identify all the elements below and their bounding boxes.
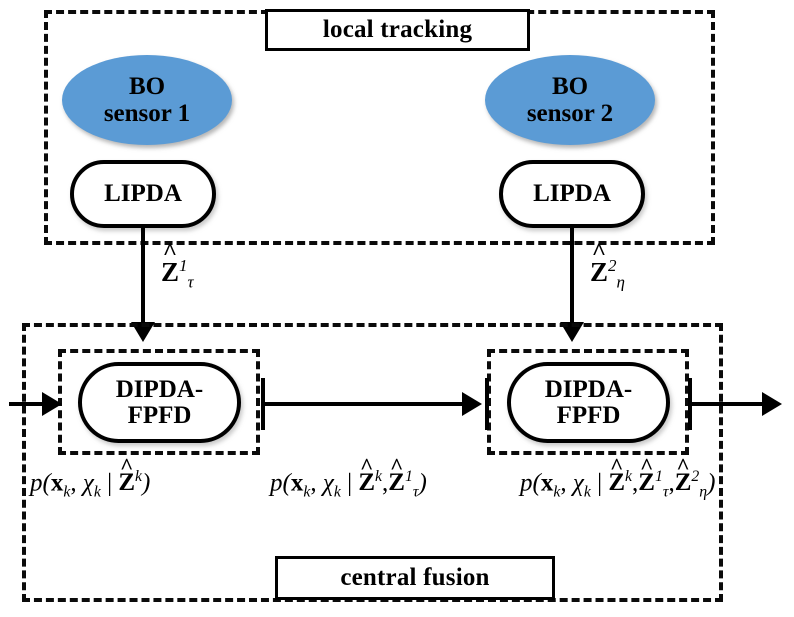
hat-accent-icon: ^ (639, 453, 654, 479)
formula-s1-comma: , (310, 469, 323, 497)
formula-s1-term-1-sub: τ (412, 483, 419, 501)
formula-after-sensor-2: p(xk, χk | ^Zk,^Z1τ,^Z2η) (520, 455, 716, 501)
dipda-fpfd-2-node: DIPDA- FPFD (507, 362, 670, 443)
measurement-sub-1: τ (187, 272, 194, 292)
lipda-1-to-fusion-arrowhead (131, 322, 155, 342)
local-tracking-title-plate: local tracking (265, 9, 530, 51)
formula-prior-chi: χ (82, 469, 94, 497)
formula-prior-x: x (50, 469, 64, 497)
formula-after-sensor-1: p(xk, χk | ^Zk,^Z1τ) (270, 455, 427, 501)
formula-s2-x-sub: k (553, 483, 561, 501)
formula-prior-term-0-sup: k (135, 468, 143, 485)
lipda-1-node: LIPDA (70, 160, 216, 228)
measurement-sub-2: η (616, 272, 625, 292)
formula-s2-term-1-symbol: Z (638, 469, 655, 497)
bo-sensor-2-line1: BO (551, 73, 589, 100)
formula-prior-chi-sub: k (93, 483, 101, 501)
measurement-symbol-2: Z (590, 257, 609, 287)
formula-s1-chi: χ (322, 469, 334, 497)
dipda-fpfd-2-line1: DIPDA- (544, 375, 633, 403)
prior-input-arrowhead (42, 392, 62, 416)
posterior-output-line (688, 402, 772, 406)
hat-accent-icon: ^ (610, 453, 624, 479)
formula-s1-term-1-sup: 1 (404, 468, 413, 485)
formula-prior-bar: | (100, 469, 119, 497)
fusion-stage-2-container (487, 349, 689, 455)
formula-s2-chi: χ (572, 469, 584, 497)
dipda-fpfd-1-node: DIPDA- FPFD (78, 362, 241, 443)
posterior-output-arrowhead (762, 392, 782, 416)
stage-1-to-stage-2-line (261, 402, 476, 406)
formula-s1-sep-1: , (382, 469, 389, 497)
formula-prior-comma: , (70, 469, 83, 497)
measurement-symbol-1: Z (161, 257, 180, 287)
formula-s2-term-0-sup: k (625, 468, 633, 485)
formula-s2-term-2-symbol: Z (674, 469, 692, 497)
formula-s1-term-0-sup: k (375, 468, 383, 485)
formula-s1-bar: | (340, 469, 359, 497)
measurement-label-sensor-1: ^Z1τ (161, 241, 194, 292)
hat-accent-icon: ^ (162, 239, 178, 267)
lipda-1-label: LIPDA (104, 180, 182, 207)
lipda-2-to-fusion-arrowhead (560, 322, 584, 342)
formula-s2-term-0-symbol: Z (608, 469, 626, 497)
stage-1-to-stage-2-arrowhead (462, 392, 482, 416)
formula-s2-open: p( (520, 469, 541, 497)
formula-s2-sep-1: , (632, 469, 639, 497)
formula-s1-term-0-symbol: Z (358, 469, 376, 497)
lipda-2-label: LIPDA (533, 180, 611, 207)
measurement-sup-2: 2 (608, 256, 617, 275)
formula-s2-term-1-sup: 1 (654, 468, 663, 485)
lipda-1-to-fusion-line (141, 228, 145, 328)
hat-accent-icon: ^ (360, 453, 374, 479)
formula-s1-x: x (290, 469, 304, 497)
lipda-2-to-fusion-line (570, 228, 574, 328)
local-tracking-title-label: local tracking (322, 16, 473, 43)
bo-sensor-2-line2: sensor 2 (526, 100, 614, 127)
formula-s2-term-1-sub: τ (662, 483, 669, 501)
bo-sensor-2-node: BO sensor 2 (485, 55, 655, 145)
formula-s2-sep-2: , (668, 469, 675, 497)
formula-s2-comma: , (560, 469, 573, 497)
hat-accent-icon: ^ (120, 453, 134, 479)
bo-sensor-1-line2: sensor 1 (103, 100, 191, 127)
central-fusion-title-plate: central fusion (275, 556, 555, 600)
formula-prior-open: p( (30, 469, 51, 497)
dipda-fpfd-2-line2: FPFD (556, 401, 621, 429)
formula-s2-close: ) (707, 469, 716, 497)
formula-s2-term-2-sub: η (699, 483, 708, 501)
prior-input-line (9, 402, 57, 406)
central-fusion-title-label: central fusion (340, 564, 490, 591)
lipda-2-node: LIPDA (499, 160, 645, 228)
formula-prior-close: ) (142, 469, 151, 497)
formula-s1-term-1-symbol: Z (388, 469, 405, 497)
bo-sensor-1-line1: BO (128, 73, 166, 100)
hat-accent-icon: ^ (676, 453, 690, 479)
formula-s1-chi-sub: k (333, 483, 341, 501)
formula-s1-close: ) (418, 469, 427, 497)
formula-s1-x-sub: k (303, 483, 311, 501)
formula-s1-open: p( (270, 469, 291, 497)
formula-prior-x-sub: k (63, 483, 71, 501)
measurement-sup-1: 1 (179, 256, 188, 275)
dipda-fpfd-1-line2: FPFD (127, 401, 192, 429)
formula-prior-term-0-symbol: Z (118, 469, 136, 497)
formula-s2-x: x (540, 469, 554, 497)
formula-prior: p(xk, χk | ^Zk) (30, 455, 151, 501)
hat-accent-icon: ^ (591, 239, 607, 267)
bo-sensor-1-node: BO sensor 1 (62, 55, 232, 145)
stage-2-input-stub (485, 378, 489, 430)
dipda-fpfd-1-line1: DIPDA- (115, 375, 204, 403)
hat-accent-icon: ^ (389, 453, 404, 479)
formula-s2-term-2-sup: 2 (691, 468, 700, 485)
formula-s2-bar: | (590, 469, 609, 497)
formula-s2-chi-sub: k (583, 483, 591, 501)
measurement-label-sensor-2: ^Z2η (590, 241, 625, 292)
central-fusion-container (22, 323, 723, 602)
